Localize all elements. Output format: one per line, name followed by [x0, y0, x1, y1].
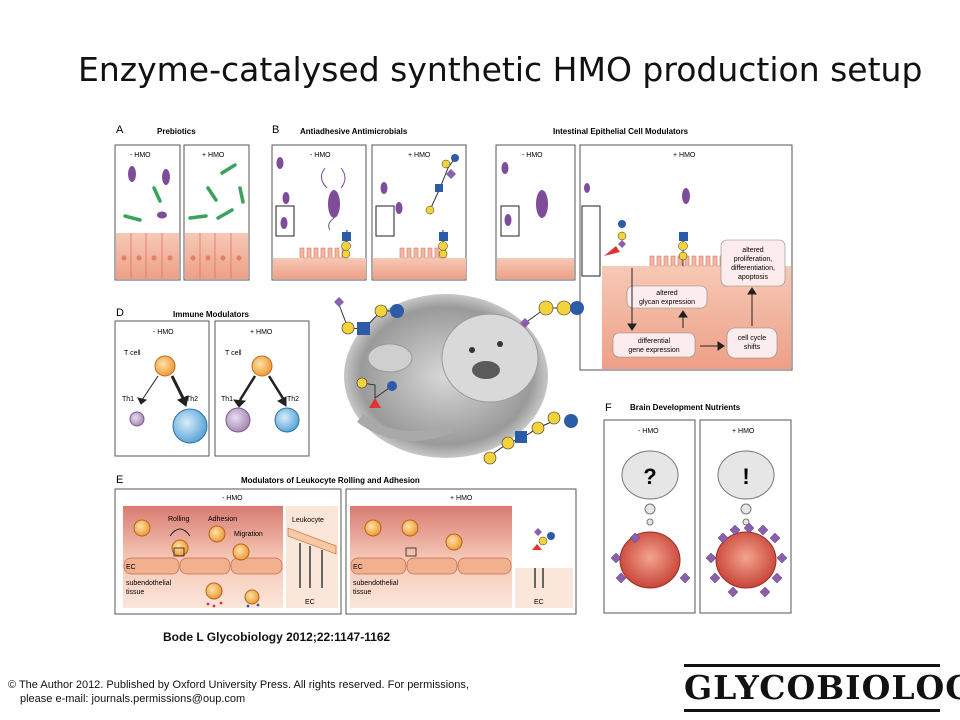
- subendo-right-2: tissue: [353, 589, 371, 596]
- hmo-figure: A Prebiotics - HMO + HMO B Antiadhesive …: [110, 118, 800, 618]
- altered-line1: altered: [742, 247, 764, 254]
- figure-citation: Bode L Glycobiology 2012;22:1147-1162: [163, 630, 391, 644]
- subendo-left-2: tissue: [126, 589, 144, 596]
- altered-line4: apoptosis: [738, 274, 768, 281]
- slide-title: Enzyme-catalysed synthetic HMO productio…: [78, 50, 923, 89]
- leukocyte-label: Leukocyte: [292, 517, 324, 524]
- panel-c-left-label: - HMO: [522, 152, 543, 159]
- adhesion-label: Adhesion: [208, 516, 237, 523]
- panel-d-left-label: - HMO: [153, 329, 174, 336]
- ec-inset-right: EC: [534, 599, 544, 606]
- copyright-line-1: © The Author 2012. Published by Oxford U…: [8, 679, 469, 691]
- ec-left: EC: [126, 564, 136, 571]
- tcell-left: T cell: [124, 350, 141, 357]
- tcell-right: T cell: [225, 350, 242, 357]
- glycan-line1: altered: [656, 290, 678, 297]
- migration-label: Migration: [234, 531, 263, 538]
- panel-c-heading: Intestinal Epithelial Cell Modulators: [553, 127, 689, 136]
- cycle-line1: cell cycle: [738, 335, 767, 342]
- panel-c: Intestinal Epithelial Cell Modulators - …: [495, 127, 793, 371]
- panel-b: B Antiadhesive Antimicrobials - HMO + HM…: [271, 124, 467, 281]
- panel-f-letter: F: [605, 402, 612, 414]
- rolling-label: Rolling: [168, 516, 190, 523]
- panel-c-right-label: + HMO: [673, 152, 696, 159]
- panel-f-right-label: + HMO: [732, 428, 755, 435]
- copyright-line-2: please e-mail: journals.permissions@oup.…: [20, 693, 246, 705]
- panel-e-right-label: + HMO: [450, 495, 473, 502]
- panel-f-heading: Brain Development Nutrients: [630, 403, 741, 412]
- panel-a-right-label: + HMO: [202, 152, 225, 159]
- panel-a-left-label: - HMO: [130, 152, 151, 159]
- panel-f-left-label: - HMO: [638, 428, 659, 435]
- cycle-line2: shifts: [744, 344, 761, 351]
- altered-line3: differentiation,: [731, 265, 775, 272]
- panel-a-heading: Prebiotics: [157, 127, 196, 136]
- subendo-right-1: subendothelial: [353, 580, 399, 587]
- th1-left: Th1: [122, 396, 134, 403]
- panel-b-right-label: + HMO: [408, 152, 431, 159]
- panel-a: A Prebiotics - HMO + HMO: [114, 124, 250, 281]
- panel-d-right-label: + HMO: [250, 329, 273, 336]
- panel-d-letter: D: [116, 307, 124, 319]
- th2-left: Th2: [186, 396, 198, 403]
- panel-e-letter: E: [116, 474, 123, 486]
- gene-line2: gene expression: [628, 347, 679, 354]
- th1-right: Th1: [221, 396, 233, 403]
- panel-b-left-label: - HMO: [310, 152, 331, 159]
- journal-logo: GLYCOBIOLOGY: [684, 664, 960, 712]
- altered-line2: proliferation,: [734, 256, 773, 263]
- copyright-notice: © The Author 2012. Published by Oxford U…: [8, 678, 528, 706]
- glycan-line2: glycan expression: [639, 299, 695, 306]
- panel-e-left-label: - HMO: [222, 495, 243, 502]
- gene-line1: differential: [638, 338, 671, 345]
- panel-e-heading: Modulators of Leukocyte Rolling and Adhe…: [241, 476, 420, 485]
- panel-e: E Modulators of Leukocyte Rolling and Ad…: [114, 474, 577, 615]
- panel-b-heading: Antiadhesive Antimicrobials: [300, 127, 408, 136]
- panel-f: F Brain Development Nutrients - HMO + HM…: [603, 402, 792, 614]
- panel-a-letter: A: [116, 124, 124, 136]
- ec-right: EC: [353, 564, 363, 571]
- exclamation-mark: !: [742, 464, 749, 489]
- panel-d-heading: Immune Modulators: [173, 310, 250, 319]
- th2-right: Th2: [287, 396, 299, 403]
- panel-d: D Immune Modulators - HMO + HMO T cell T…: [114, 307, 310, 457]
- infant-photo: [334, 294, 584, 465]
- subendo-left-1: subendothelial: [126, 580, 172, 587]
- question-mark: ?: [643, 464, 656, 489]
- ec-inset-left: EC: [305, 599, 315, 606]
- panel-b-letter: B: [272, 124, 279, 136]
